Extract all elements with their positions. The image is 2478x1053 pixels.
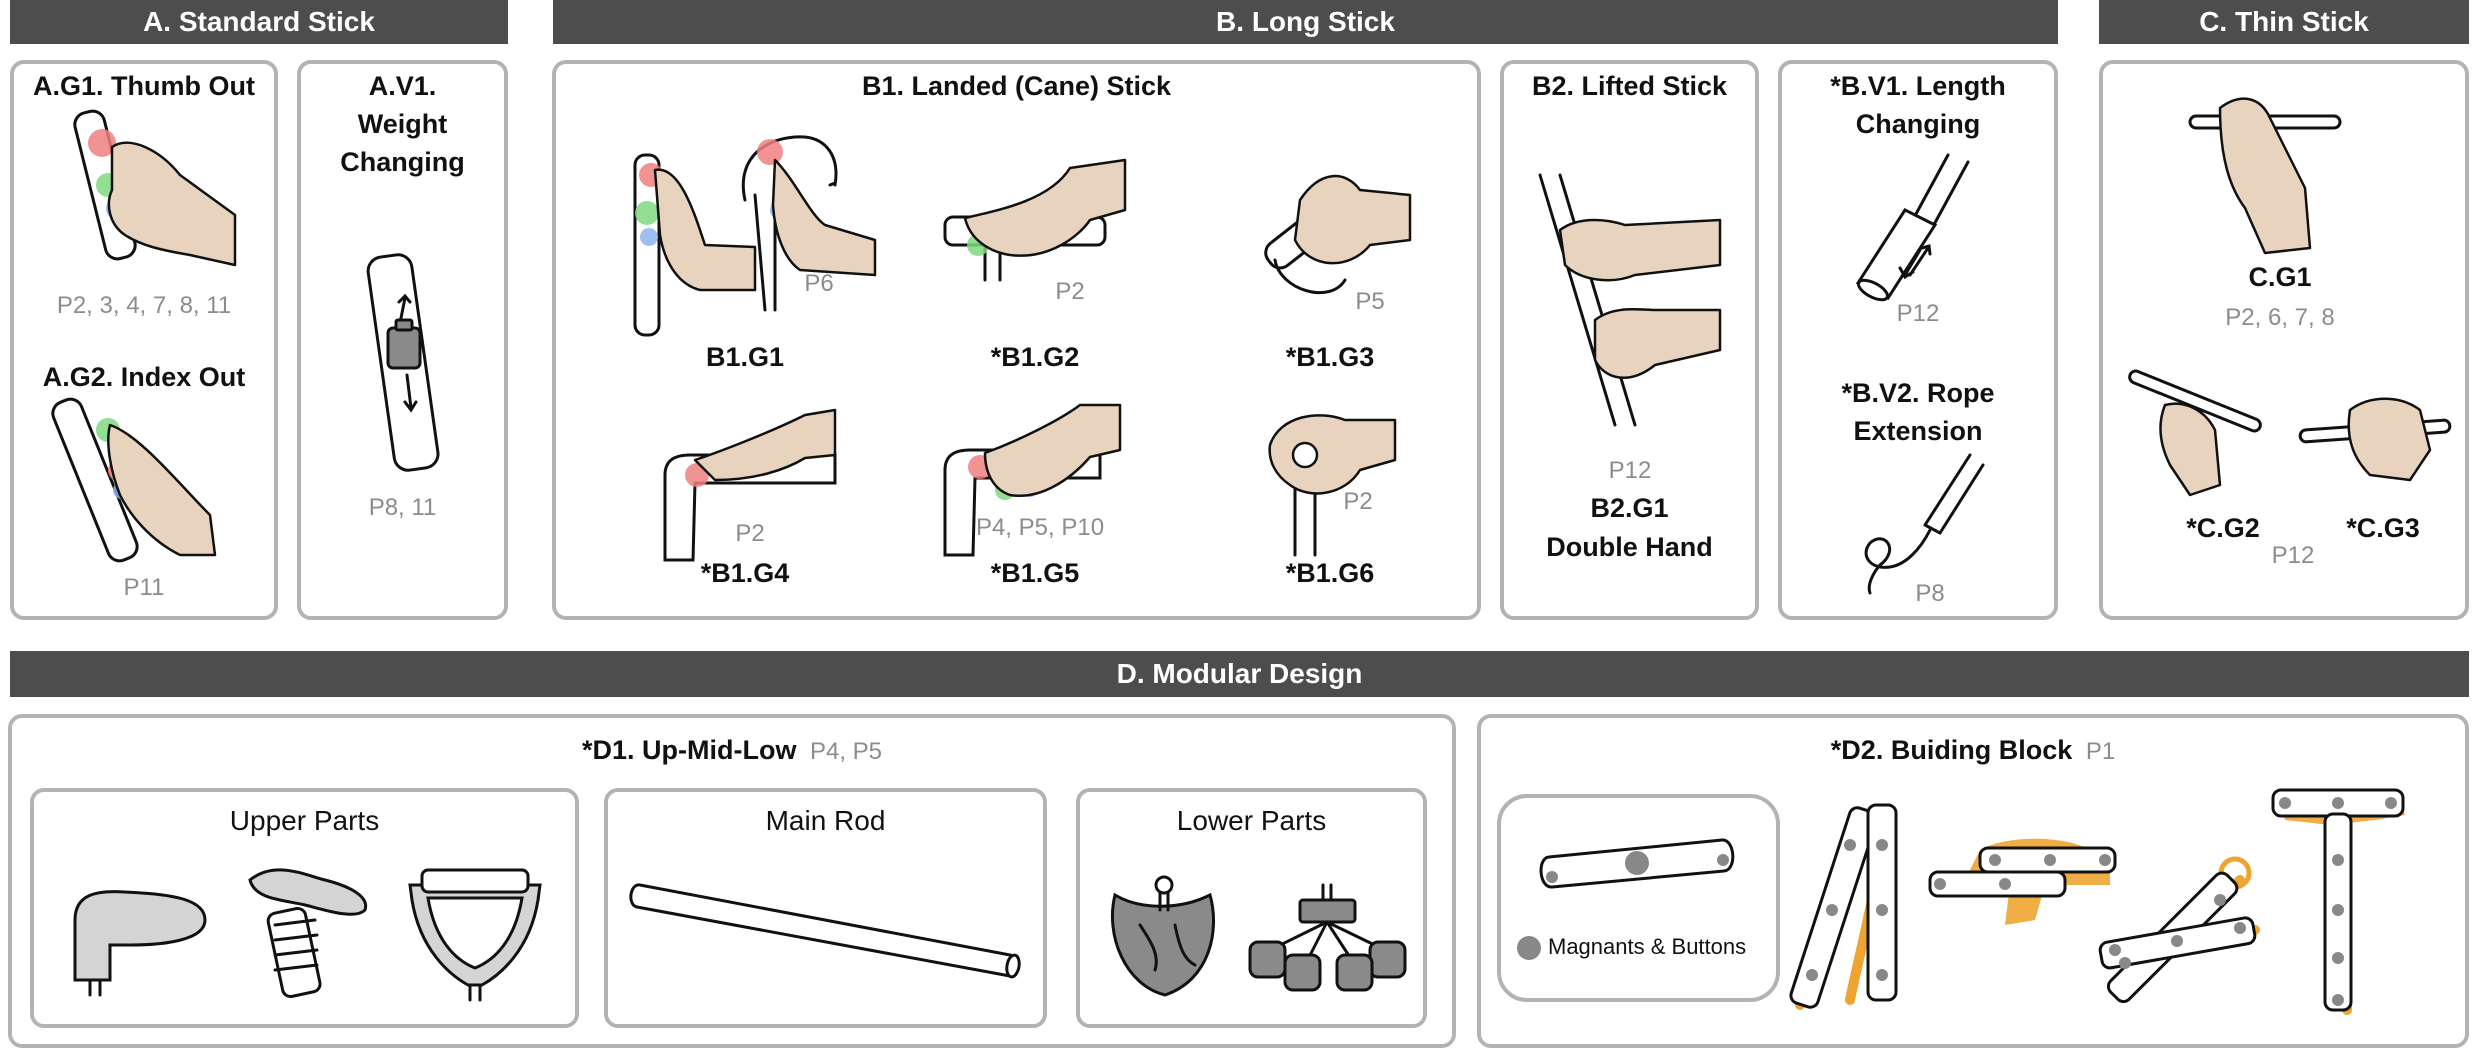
b1-g6-label: *B1.G6 <box>1285 558 1375 588</box>
ag1-title: A.G1. Thumb Out <box>33 71 255 101</box>
av1-participants: P8, 11 <box>368 494 437 521</box>
c-g23-participants: P12 <box>2271 542 2315 569</box>
building-block-t-shape-illustration <box>2271 788 2405 1015</box>
bv2-title-line1: *B.V2. Rope <box>1841 378 1995 408</box>
av1-title-line1: A.V1. <box>368 71 437 101</box>
c-g2-illustration <box>2128 369 2262 497</box>
building-block-cross-illustration <box>2098 856 2260 1004</box>
b1-g3-participants: P5 <box>1355 288 1385 315</box>
b2-label-line1: B2.G1 <box>1590 493 1669 523</box>
upper-part-knob-illustration <box>73 890 207 997</box>
b1-g1-participants: P6 <box>804 270 834 297</box>
weight-changing-illustration <box>366 253 440 472</box>
b1-g2-illustration <box>943 158 1127 282</box>
b1-g3-illustration <box>1264 174 1412 295</box>
d1-participants: P4, P5 <box>809 738 883 765</box>
d1-title: *D1. Up-Mid-Low <box>581 735 797 765</box>
section-header-modular-design: D. Modular Design <box>10 651 2469 697</box>
index-out-grip-illustration <box>51 397 217 563</box>
b2-label-line2: Double Hand <box>1546 532 1713 562</box>
rope-extension-illustration <box>1864 453 1985 595</box>
c-g2-label: *C.G2 <box>2186 513 2260 543</box>
ag2-participants: P11 <box>123 574 165 601</box>
b2-title: B2. Lifted Stick <box>1531 71 1728 101</box>
panel-long-stick-variants <box>1778 60 2058 620</box>
b1-g1-label: B1.G1 <box>705 342 785 372</box>
bv2-title-line2: Extension <box>1853 416 1983 446</box>
b1-g4-participants: P2 <box>735 520 765 547</box>
b1-g4-label: *B1.G4 <box>700 558 790 588</box>
c-g3-label: *C.G3 <box>2346 513 2420 543</box>
d2-legend-box <box>1497 794 1780 1002</box>
upper-part-saddle-illustration <box>248 868 368 999</box>
b1-g1-illustration <box>633 135 877 337</box>
bv1-title-line2: Changing <box>1855 109 1981 139</box>
double-hand-illustration <box>1538 173 1722 427</box>
section-header-standard-stick: A. Standard Stick <box>10 0 508 44</box>
b2-participants: P12 <box>1608 457 1652 484</box>
av1-title-line3: Changing <box>340 147 465 177</box>
b1-g6-illustration <box>1268 414 1397 557</box>
d2-title: *D2. Buiding Block <box>1830 735 2073 765</box>
building-block-gun-illustration <box>1928 838 2117 925</box>
lower-part-foot-illustration <box>1110 875 1216 997</box>
d2-legend-text: Magnants & Buttons <box>1548 934 1747 959</box>
av1-title-line2: Weight <box>357 109 448 139</box>
magnet-button-icon <box>1517 936 1541 960</box>
b1-title: B1. Landed (Cane) Stick <box>861 71 1172 101</box>
b1-g5-illustration <box>943 403 1122 557</box>
c-g1-illustration <box>2188 97 2342 255</box>
b1-g5-participants: P4, P5, P10 <box>975 514 1105 541</box>
upper-parts-title: Upper Parts <box>229 805 380 836</box>
main-rod-box <box>604 788 1047 1028</box>
b1-g3-label: *B1.G3 <box>1285 342 1375 372</box>
d1-title-row: *D1. Up-Mid-Low P4, P5 <box>12 731 1452 771</box>
c-g1-participants: P2, 6, 7, 8 <box>2225 304 2335 331</box>
upper-part-handle-illustration <box>408 868 542 1002</box>
building-block-vertical-pair-illustration <box>1789 803 1898 1010</box>
d2-participants: P1 <box>2085 738 2116 765</box>
bv1-participants: P12 <box>1896 300 1940 327</box>
bv2-participants: P8 <box>1915 580 1945 607</box>
thumb-out-grip-illustration <box>73 109 237 267</box>
ag2-title: A.G2. Index Out <box>42 362 246 392</box>
b1-g5-label: *B1.G5 <box>990 558 1080 588</box>
block-rod-illustration <box>1539 838 1735 889</box>
b1-g2-participants: P2 <box>1055 278 1085 305</box>
main-rod-title: Main Rod <box>765 805 886 836</box>
ag1-participants: P2, 3, 4, 7, 8, 11 <box>56 292 232 319</box>
main-rod-illustration <box>629 883 1021 979</box>
length-changing-illustration <box>1855 153 1970 302</box>
lower-part-tripod-illustration <box>1248 883 1407 992</box>
c-g3-illustration <box>2298 397 2452 482</box>
section-header-long-stick: B. Long Stick <box>553 0 2058 44</box>
b1-g4-illustration <box>663 408 837 562</box>
section-header-thin-stick: C. Thin Stick <box>2099 0 2469 44</box>
b1-g2-label: *B1.G2 <box>990 342 1080 372</box>
panel-landed-cane-stick <box>552 60 1481 620</box>
c-g1-label: C.G1 <box>2248 262 2312 292</box>
bv1-title-line1: *B.V1. Length <box>1830 71 2006 101</box>
b1-g6-participants: P2 <box>1343 488 1373 515</box>
d2-title-row: *D2. Buiding Block P1 <box>1481 731 2465 771</box>
lower-parts-title: Lower Parts <box>1176 805 1327 836</box>
